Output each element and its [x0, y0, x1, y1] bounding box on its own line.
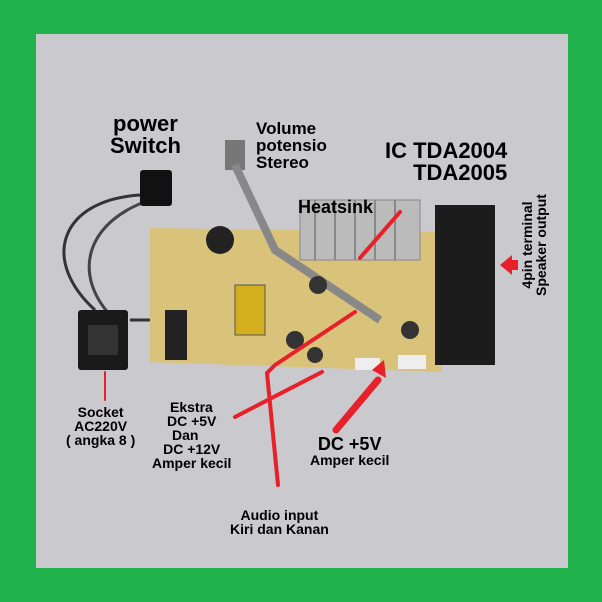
ic-label: IC TDA2004 TDA2005	[385, 140, 507, 184]
power-switch-label: power Switch	[110, 113, 181, 157]
capacitor	[286, 331, 304, 349]
audio-input-label: Audio input Kiri dan Kanan	[230, 508, 329, 536]
label-line: potensio	[256, 136, 327, 155]
label-line: Volume	[256, 119, 317, 138]
connector	[398, 355, 426, 369]
volume-potentiometer	[225, 140, 245, 170]
speaker-arrow-icon	[500, 255, 518, 275]
socket-opening	[88, 325, 118, 355]
dc5v-label: DC +5V Amper kecil	[310, 435, 389, 467]
capacitor	[309, 276, 327, 294]
label-line: 4pin terminal	[519, 201, 535, 289]
speaker-terminal	[435, 205, 495, 365]
label-line: DC +5V	[317, 434, 382, 454]
label-line: Amper kecil	[310, 452, 390, 468]
label-line: Amper kecil	[152, 455, 232, 471]
relay	[165, 310, 187, 360]
capacitor	[307, 347, 323, 363]
label-line: Switch	[110, 133, 181, 158]
extra-dc-arrow	[233, 370, 324, 419]
label-line: DC +12V	[163, 441, 221, 457]
label-line: TDA2005	[413, 160, 508, 185]
connector	[355, 358, 380, 370]
audio-input-arrow	[264, 310, 357, 487]
extra-dc-label: Ekstra DC +5V Dan DC +12V Amper kecil	[152, 400, 231, 470]
label-line: Audio input	[240, 507, 319, 523]
ic-arrow	[358, 210, 402, 260]
heatsink-label: Heatsink	[298, 197, 374, 217]
speaker-label: 4pin terminal Speaker output	[519, 175, 549, 315]
dc5v-arrow	[332, 376, 382, 434]
potentiometer-shaft	[231, 163, 383, 324]
transformer	[234, 284, 266, 336]
capacitor	[401, 321, 419, 339]
label-line: Dan	[172, 427, 199, 443]
socket-label: Socket AC220V ( angka 8 )	[66, 405, 135, 447]
label-line: Speaker output	[533, 194, 549, 296]
pcb-board	[150, 228, 442, 372]
label-line: IC TDA2004	[385, 138, 508, 163]
label-line: Socket	[77, 404, 124, 420]
label-line: DC +5V	[166, 413, 217, 429]
label-line: Kiri dan Kanan	[230, 521, 329, 537]
label-line: ( angka 8 )	[66, 432, 136, 448]
power-wire	[87, 198, 151, 316]
label-line: Ekstra	[170, 399, 213, 415]
arrowhead-icon	[372, 360, 386, 378]
label-line: AC220V	[74, 418, 128, 434]
power-wire	[62, 193, 141, 312]
label-line: power	[113, 111, 178, 136]
power-switch	[140, 170, 172, 206]
volume-label: Volume potensio Stereo	[256, 120, 327, 171]
label-line: Stereo	[256, 153, 309, 172]
annotation-arrows	[104, 210, 402, 487]
capacitor	[206, 226, 234, 254]
